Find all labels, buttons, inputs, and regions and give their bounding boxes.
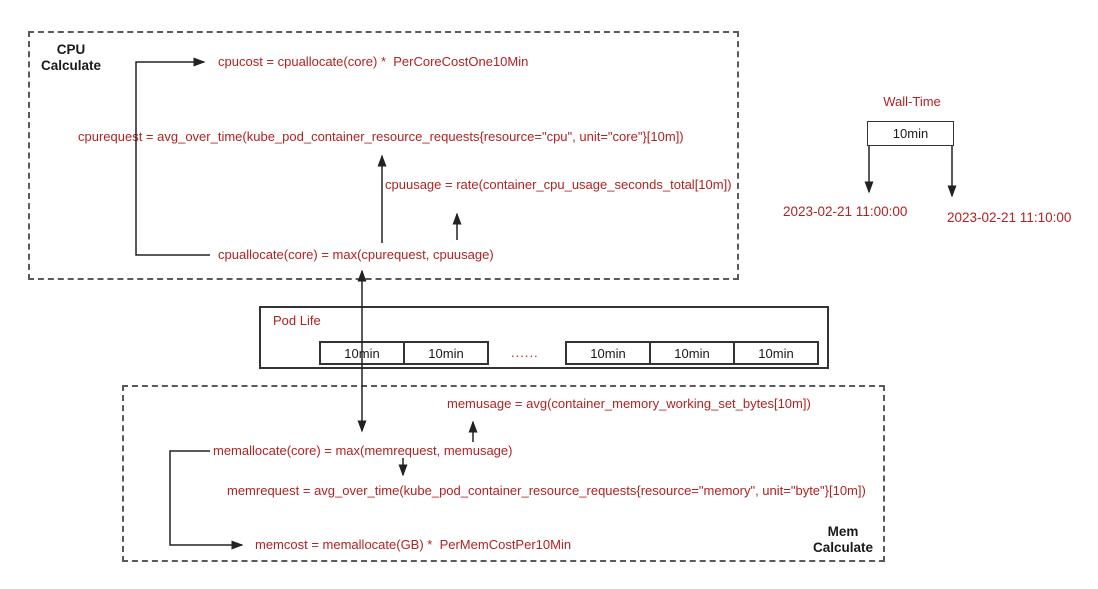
formula-cpurequest: cpurequest = avg_over_time(kube_pod_cont…: [78, 129, 684, 144]
formula-memusage: memusage = avg(container_memory_working_…: [447, 396, 811, 411]
formula-memrequest: memrequest = avg_over_time(kube_pod_cont…: [227, 483, 866, 498]
pod-life-ellipsis: ......: [511, 345, 539, 360]
formula-cpucost: cpucost = cpuallocate(core) * PerCoreCos…: [218, 54, 529, 69]
pod-life-segment: 10min: [319, 341, 405, 365]
pod-life-segment: 10min: [649, 341, 735, 365]
wall-time-start: 2023-02-21 11:00:00: [783, 204, 908, 219]
pod-life-label: Pod Life: [273, 313, 321, 328]
formula-cpuallocate: cpuallocate(core) = max(cpurequest, cpuu…: [218, 247, 494, 262]
mem-calculate-box: [122, 385, 885, 562]
formula-memcost: memcost = memallocate(GB) * PerMemCostPe…: [255, 537, 572, 552]
formula-cpuusage: cpuusage = rate(container_cpu_usage_seco…: [385, 177, 732, 192]
wall-time-10min-box: 10min: [867, 121, 954, 146]
mem-title-line1: Mem: [827, 524, 859, 539]
cpu-calculate-box: [28, 31, 739, 280]
pod-life-segment: 10min: [565, 341, 651, 365]
mem-title-line2: Calculate: [812, 540, 874, 555]
cpu-title-line1: CPU: [56, 42, 86, 57]
formula-memallocate: memallocate(core) = max(memrequest, memu…: [213, 443, 513, 458]
pod-life-segment: 10min: [733, 341, 819, 365]
wall-time-label: Wall-Time: [883, 94, 941, 109]
wall-time-end: 2023-02-21 11:10:00: [947, 210, 1072, 225]
cpu-title-line2: Calculate: [40, 58, 102, 73]
pod-life-segment: 10min: [403, 341, 489, 365]
